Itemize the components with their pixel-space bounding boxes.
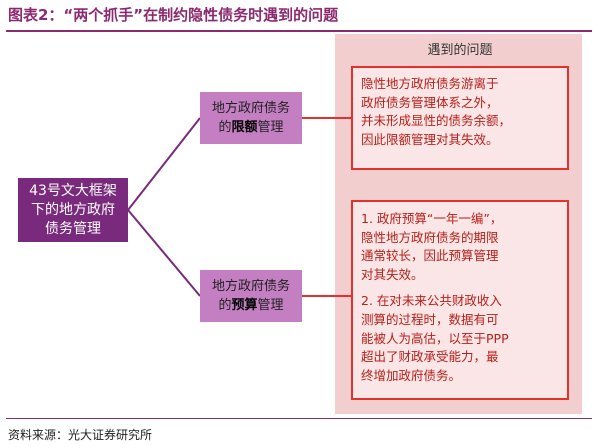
issue-budget-point-1: 1. 政府预算“一年一编”， 隐性地方政府债务的期限 通常较长，因此预算管理 对… bbox=[361, 210, 559, 284]
source-note: 资料来源：光大证券研究所 bbox=[8, 428, 153, 442]
issue-box-budget: 1. 政府预算“一年一编”， 隐性地方政府债务的期限 通常较长，因此预算管理 对… bbox=[351, 200, 569, 400]
issue-budget-line: 1. 政府预算“一年一编”， bbox=[361, 211, 503, 226]
node-budget-prefix: 的 bbox=[218, 298, 232, 313]
node-limit-suffix: 管理 bbox=[257, 120, 284, 135]
node-limit-prefix: 的 bbox=[218, 120, 232, 135]
issue-limit-line: 政府债务管理体系之外， bbox=[361, 94, 499, 110]
node-limit-emphasis: 限额 bbox=[231, 120, 258, 135]
issue-budget-line: 测算的过程时，数据有可 bbox=[361, 311, 499, 327]
issue-budget-point-2: 2. 在对未来公共财政收入 测算的过程时，数据有可 能被人为高估，以至于PPP … bbox=[361, 292, 559, 385]
main-node-line: 43号文大框架 bbox=[29, 182, 117, 199]
node-budget-management: 地方政府债务 的预算管理 bbox=[200, 270, 302, 322]
issue-box-limit: 隐性地方政府债务游离于 政府债务管理体系之外， 并未形成显性的债务余额， 因此限… bbox=[351, 66, 569, 170]
node-limit-management: 地方政府债务 的限额管理 bbox=[200, 92, 302, 144]
node-budget-emphasis: 预算 bbox=[231, 298, 258, 313]
node-budget-line1: 地方政府债务 bbox=[211, 279, 290, 294]
source-rule bbox=[6, 418, 592, 419]
issue-budget-line: 终增加政府债务。 bbox=[361, 367, 462, 383]
main-node-line: 下的地方政府 bbox=[30, 201, 115, 218]
node-limit-line1: 地方政府债务 bbox=[211, 101, 290, 116]
figure-title: 图表2：“两个抓手”在制约隐性债务时遇到的问题 bbox=[8, 6, 339, 24]
connector-main-to-limit bbox=[127, 117, 201, 211]
connector-main-to-budget bbox=[127, 209, 201, 297]
main-node-debt-management: 43号文大框架 下的地方政府 债务管理 bbox=[18, 178, 128, 242]
issue-budget-line: 隐性地方政府债务的期限 bbox=[361, 229, 499, 245]
issue-limit-line: 隐性地方政府债务游离于 bbox=[361, 76, 499, 91]
issue-budget-line: 对其失效。 bbox=[361, 266, 424, 282]
issue-budget-line: 超出了财政承受能力，最 bbox=[361, 349, 499, 365]
issue-limit-line: 因此限额管理对其失效。 bbox=[361, 131, 499, 147]
issue-budget-line: 通常较长，因此预算管理 bbox=[361, 248, 499, 264]
title-rule bbox=[6, 30, 592, 32]
issue-limit-line: 并未形成显性的债务余额， bbox=[361, 113, 512, 129]
issue-budget-line: 能被人为高估，以至于PPP bbox=[361, 330, 509, 346]
issues-panel-header: 遇到的问题 bbox=[427, 43, 493, 58]
node-budget-suffix: 管理 bbox=[257, 298, 284, 313]
main-node-line: 债务管理 bbox=[44, 220, 101, 237]
issue-budget-line: 2. 在对未来公共财政收入 bbox=[361, 293, 502, 309]
